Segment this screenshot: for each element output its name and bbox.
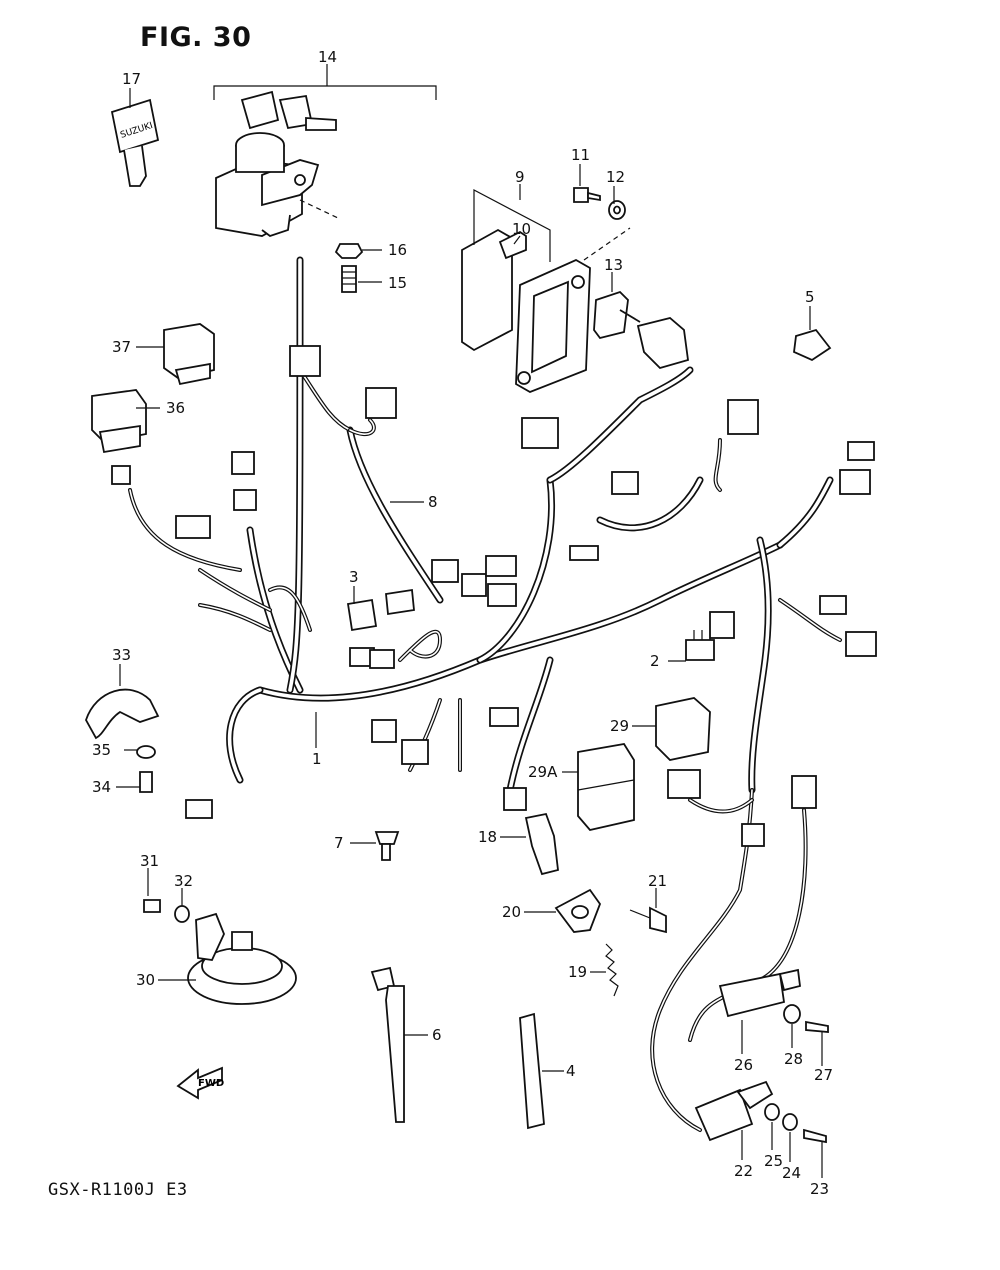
washer-28-part xyxy=(783,1004,801,1024)
callout-5: 5 xyxy=(805,288,815,306)
fwd-arrow-icon: FWD xyxy=(176,1066,224,1100)
screw-23-part xyxy=(803,1128,827,1144)
bolt-34-part xyxy=(139,771,153,793)
clamp-33-part xyxy=(85,688,160,740)
spring-19-part xyxy=(605,943,619,997)
callout-35: 35 xyxy=(92,741,111,759)
callout-31: 31 xyxy=(140,852,159,870)
washer-24-part xyxy=(782,1113,798,1131)
ignition-key-part: SUZUKI xyxy=(110,98,160,187)
connector-2-part xyxy=(685,630,715,661)
model-code: GSX-R1100J E3 xyxy=(48,1180,188,1200)
callout-3: 3 xyxy=(349,568,359,586)
figure-title: FIG. 30 xyxy=(140,22,252,53)
sub-wires xyxy=(128,368,842,1132)
harness-connectors xyxy=(111,345,877,847)
washer-35-part xyxy=(136,745,156,759)
flasher-29a-part xyxy=(577,743,635,831)
callout-14: 14 xyxy=(318,48,337,66)
callout-4: 4 xyxy=(566,1062,576,1080)
horn-30-part xyxy=(187,912,297,1005)
callout-17: 17 xyxy=(122,70,141,88)
relay-36-part xyxy=(91,389,147,454)
callout-6: 6 xyxy=(432,1026,442,1044)
callout-29a: 29A xyxy=(528,763,558,781)
callout-29: 29 xyxy=(610,717,629,735)
clamp-5-part xyxy=(793,328,832,362)
relay-29-part xyxy=(655,697,711,761)
callout-18: 18 xyxy=(478,828,497,846)
screw-15-part xyxy=(341,265,357,293)
callout-16: 16 xyxy=(388,241,407,259)
callout-19: 19 xyxy=(568,963,587,981)
clip-7-part xyxy=(374,831,400,861)
callout-12: 12 xyxy=(606,168,625,186)
ignition-switch-part xyxy=(213,85,437,238)
callout-labels: 14 17 11 12 9 10 13 5 16 15 37 36 8 3 2 … xyxy=(92,48,833,1198)
cable-tie-4-part xyxy=(519,1012,545,1130)
cable-tie-6-part xyxy=(370,966,405,1123)
callout-11: 11 xyxy=(571,146,590,164)
leader-lines xyxy=(116,64,823,1178)
connector-13-part xyxy=(593,290,689,370)
relay-37-part xyxy=(163,323,215,386)
callout-2: 2 xyxy=(650,652,660,670)
washer-12-part xyxy=(608,200,626,220)
callout-28: 28 xyxy=(784,1050,803,1068)
callout-9: 9 xyxy=(515,168,525,186)
connector-3-part xyxy=(346,588,415,632)
callout-23: 23 xyxy=(810,1180,829,1198)
callout-33: 33 xyxy=(112,646,131,664)
washer-32-part xyxy=(174,905,190,923)
switch-18-part xyxy=(524,812,559,876)
callout-36: 36 xyxy=(166,399,185,417)
callout-37: 37 xyxy=(112,338,131,356)
callout-10: 10 xyxy=(512,220,531,238)
unit-case-9-part xyxy=(461,189,591,393)
callout-7: 7 xyxy=(334,834,344,852)
fwd-text: FWD xyxy=(198,1078,224,1089)
washer-25-part xyxy=(764,1103,780,1121)
callout-32: 32 xyxy=(174,872,193,890)
screw-31-part xyxy=(143,899,161,913)
bolt-21-part xyxy=(629,906,667,934)
callout-27: 27 xyxy=(814,1066,833,1084)
switch-26-part xyxy=(718,968,801,1018)
switch-22-part xyxy=(694,1080,774,1142)
callout-8: 8 xyxy=(428,493,438,511)
callout-22: 22 xyxy=(734,1162,753,1180)
bracket-20-part xyxy=(554,888,602,933)
screw-27-part xyxy=(805,1020,829,1033)
callout-13: 13 xyxy=(604,256,623,274)
main-harness-part xyxy=(226,256,834,794)
callout-30: 30 xyxy=(136,971,155,989)
screw-11-part xyxy=(573,187,601,203)
callout-34: 34 xyxy=(92,778,111,796)
callout-24: 24 xyxy=(782,1164,801,1182)
washer-16-part xyxy=(334,243,364,259)
callout-26: 26 xyxy=(734,1056,753,1074)
callout-1: 1 xyxy=(312,750,322,768)
callout-20: 20 xyxy=(502,903,521,921)
callout-25: 25 xyxy=(764,1152,783,1170)
callout-15: 15 xyxy=(388,274,407,292)
callout-21: 21 xyxy=(648,872,667,890)
